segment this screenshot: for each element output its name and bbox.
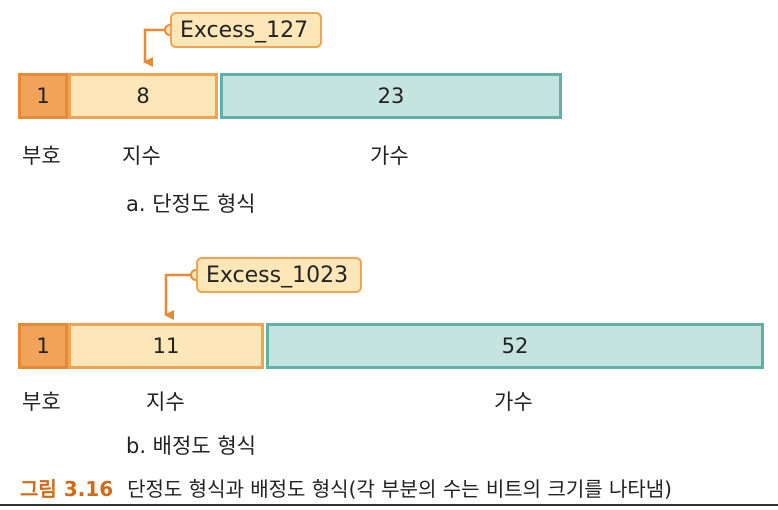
- single-callout-leader: [143, 28, 170, 67]
- single-exponent-label: 지수: [122, 144, 161, 168]
- double-mantissa-label: 가수: [494, 390, 533, 414]
- single-caption: a. 단정도 형식: [126, 192, 256, 216]
- double-sign-label: 부호: [22, 390, 61, 414]
- double-sign-field: 1: [18, 323, 68, 369]
- figure-number: 그림 3.16: [20, 477, 114, 501]
- figure-text: 단정도 형식과 배정도 형식(각 부분의 수는 비트의 크기를 나타냄): [127, 477, 672, 501]
- double-caption: b. 배정도 형식: [126, 434, 256, 458]
- bottom-rule: [0, 504, 778, 506]
- single-mantissa-field: 23: [220, 73, 562, 119]
- single-sign-label: 부호: [22, 144, 61, 168]
- double-mantissa-field: 52: [266, 323, 764, 369]
- single-sign-field: 1: [18, 73, 68, 119]
- single-excess-callout: Excess_127: [170, 12, 322, 48]
- double-excess-callout: Excess_1023: [196, 257, 362, 293]
- figure-caption: 그림 3.16 단정도 형식과 배정도 형식(각 부분의 수는 비트의 크기를 나…: [20, 473, 672, 502]
- single-mantissa-label: 가수: [370, 144, 409, 168]
- double-callout-leader: [164, 273, 196, 320]
- single-exponent-field: 8: [68, 73, 218, 119]
- double-exponent-label: 지수: [146, 390, 185, 414]
- double-exponent-field: 11: [68, 323, 264, 369]
